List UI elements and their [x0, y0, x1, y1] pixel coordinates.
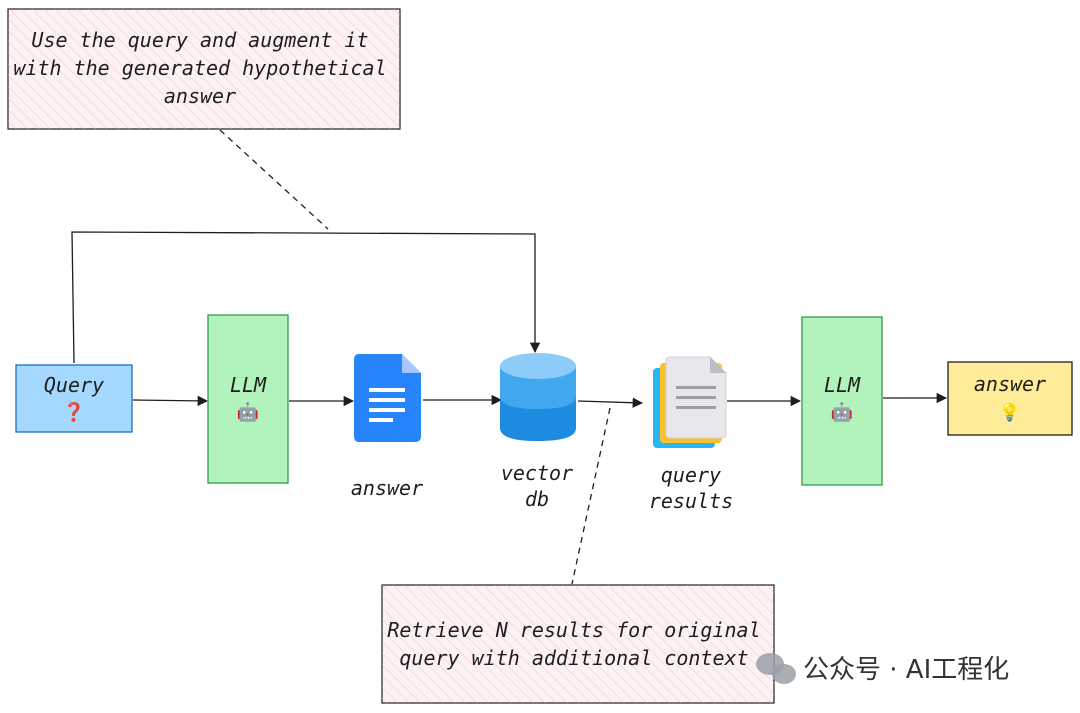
final-answer-node: answer 💡	[947, 361, 1073, 436]
top-note-line-2: with the generated hypothetical	[13, 56, 386, 80]
document-line-1	[369, 388, 405, 392]
query-node: Query ❓	[15, 364, 133, 433]
question-icon: ❓	[63, 401, 85, 423]
document-line-2	[369, 398, 405, 402]
top-note: Use the query and augment it with the ge…	[7, 8, 401, 130]
llm-label-2: LLM	[824, 373, 861, 397]
bottom-note-line-2: query with additional context	[399, 646, 748, 670]
database-icon	[500, 353, 576, 441]
bottom-note-line-1: Retrieve N results for original	[387, 618, 760, 642]
results-doc-line-2	[676, 396, 716, 399]
final-answer-box	[947, 361, 1073, 436]
document-icon	[354, 354, 421, 442]
results-documents-icon	[653, 356, 727, 448]
bottom-note: Retrieve N results for original query wi…	[381, 584, 775, 704]
llm-label-1: LLM	[230, 373, 267, 397]
robot-icon-2: 🤖	[831, 401, 853, 423]
top-note-connector	[219, 129, 329, 230]
llm-box-1	[207, 314, 289, 484]
robot-icon-1: 🤖	[237, 401, 259, 423]
top-note-hatch	[8, 9, 400, 129]
llm-node-2: LLM 🤖	[801, 316, 883, 486]
top-note-line-3: answer	[164, 84, 236, 108]
query-to-llm-arrow	[132, 395, 209, 407]
document-line-4	[369, 418, 393, 422]
query-label: Query	[44, 373, 104, 397]
results-doc-line-1	[676, 386, 716, 389]
vectordb-to-results-arrow	[577, 397, 644, 408]
query-to-vectordb-arrow	[71, 231, 541, 364]
results-doc-line-3	[676, 406, 716, 409]
document-line-3	[369, 408, 405, 412]
wechat-icon-bubble-2	[772, 664, 796, 684]
final-answer-label: answer	[974, 372, 1046, 396]
results-label-line-2: results	[649, 489, 733, 513]
document-corner	[402, 354, 421, 373]
bottom-note-hatch	[382, 585, 774, 703]
llm-box-2	[801, 316, 883, 486]
vectordb-label-line-2: db	[525, 487, 549, 511]
bottom-note-connector	[571, 407, 611, 585]
top-note-line-1: Use the query and augment it	[31, 28, 368, 52]
database-top	[500, 353, 576, 379]
answer-doc-label: answer	[351, 476, 423, 500]
query-box	[15, 364, 133, 433]
watermark: 公众号 · AI工程化	[756, 653, 1009, 685]
results-doc-corner	[710, 357, 726, 373]
results-label-line-1: query	[661, 463, 721, 487]
llm-node-1: LLM 🤖	[207, 314, 289, 484]
watermark-text: 公众号 · AI工程化	[803, 655, 1009, 685]
vectordb-label-line-1: vector	[501, 461, 573, 485]
lightbulb-icon: 💡	[999, 402, 1020, 423]
